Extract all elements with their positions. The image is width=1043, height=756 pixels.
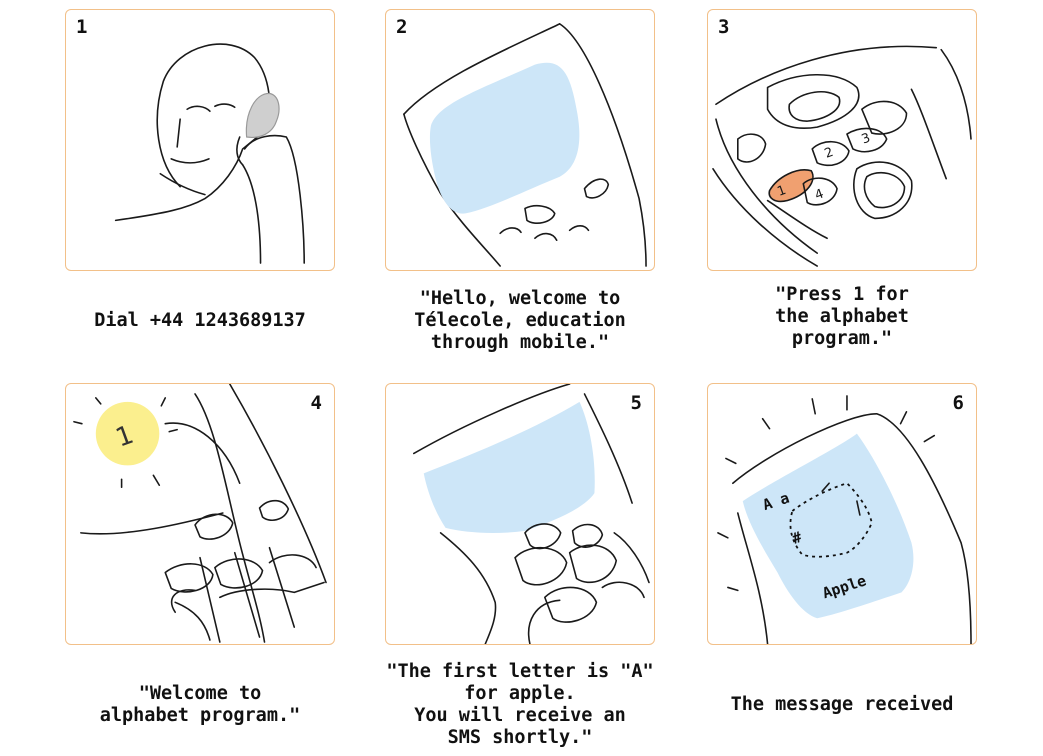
step-4-panel: 4 1 [65,383,335,645]
step-6-panel: 6 A a # Apple [707,383,977,645]
person-on-phone-illustration [114,43,305,264]
keypad-closeup-illustration: 1 2 3 4 [712,45,972,267]
step-2-caption-line-2: Télecole, education [414,310,626,331]
step-1-caption: Dial +44 1243689137 [50,310,350,332]
highlighted-key-1 [768,169,814,203]
step-4-caption: "Welcome to alphabet program." [50,683,350,727]
step-3-caption: "Press 1 for the alphabet program." [692,284,992,350]
step-4-caption-line-2: alphabet program." [99,705,301,726]
key-3-label: 3 [860,131,873,148]
step-2-panel: 2 [385,9,655,271]
step-4-number: 4 [310,392,322,414]
phone-screen-panel-5 [423,401,595,533]
step-5-caption: "The first letter is "A" for apple. You … [370,661,670,749]
step-1-number: 1 [76,16,88,38]
step-5-caption-line-1: "The first letter is "A" [386,661,654,682]
step-2-number: 2 [396,16,408,38]
sms-received-illustration: A a # Apple [717,395,972,644]
key-4-label: 4 [813,187,826,204]
step-1-caption-line: Dial +44 1243689137 [94,310,306,331]
step-5-panel: 5 [385,383,655,645]
step-3-caption-line-1: "Press 1 for [775,284,909,305]
step-3-panel: 3 1 2 3 4 [707,9,977,271]
sms-screen [742,433,914,619]
step-3-number: 3 [718,16,730,38]
step-2-caption: "Hello, welcome to Télecole, education t… [370,288,670,354]
step-6-caption: The message received [692,694,992,716]
step-4-caption-line-1: "Welcome to [138,683,262,704]
step-5-caption-line-2: for apple. [464,683,576,704]
phone-screen [429,62,580,214]
step-2-caption-line-1: "Hello, welcome to [419,288,621,309]
step-5-caption-line-3: You will receive an [414,705,626,726]
phone-with-sun-illustration: 1 [73,384,327,643]
key-2-label: 2 [823,145,836,162]
phone-screen-illustration [403,23,647,267]
step-5-caption-line-4: SMS shortly." [447,727,593,748]
step-3-caption-line-2: the alphabet [775,306,909,327]
step-6-caption-line: The message received [730,694,954,715]
step-5-number: 5 [630,392,642,414]
step-2-caption-line-3: through mobile." [430,332,610,353]
sun-shape [95,401,160,466]
step-6-number: 6 [952,392,964,414]
phone-in-hand-illustration [413,384,650,644]
ear-shape [245,92,280,138]
step-3-caption-line-3: program." [791,328,893,349]
step-1-panel: 1 [65,9,335,271]
